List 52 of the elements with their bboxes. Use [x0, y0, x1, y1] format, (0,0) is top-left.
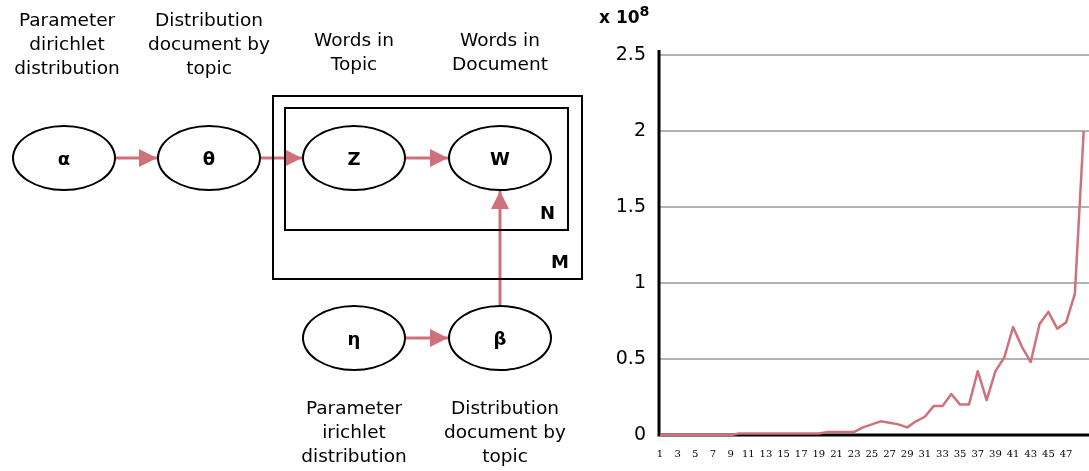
x-tick-label: 25 [865, 448, 879, 459]
x-tick-label: 9 [727, 448, 734, 459]
ellipse-node: η [302, 305, 406, 371]
x-tick-label: 27 [883, 448, 896, 459]
x-tick-label: 29 [900, 448, 914, 459]
x-tick-label: 7 [709, 448, 717, 459]
ellipse-node: θ [157, 125, 261, 191]
x-tick-label: 47 [1059, 448, 1073, 459]
plate-label: N [539, 202, 555, 223]
x-tick-label: 39 [989, 448, 1002, 459]
y-tick-label: 0.5 [615, 346, 646, 368]
x-tick-label: 37 [971, 448, 985, 459]
node-caption: Distribution document by topic [443, 396, 567, 468]
y-tick-label: 2.5 [615, 42, 646, 64]
plate-box [272, 95, 583, 280]
node-caption: Distribution document by topic [147, 8, 271, 80]
x-tick-label: 11 [741, 448, 755, 459]
arrow [406, 149, 448, 167]
x-tick-label: 41 [1006, 448, 1020, 459]
x-tick-label: 5 [692, 448, 699, 459]
arrow [116, 149, 157, 167]
arrow [491, 191, 509, 305]
ellipse-node: Z [302, 125, 406, 191]
x-tick-label: 1 [656, 448, 664, 459]
y-tick-label: 0 [633, 422, 646, 444]
x-tick-label: 17 [794, 448, 808, 459]
plate-box [284, 107, 569, 231]
x-tick-label: 19 [812, 448, 826, 459]
plate-label: M [551, 251, 569, 272]
axis-unit-label: x 10$^{8}$ [599, 3, 650, 27]
x-tick-label: 15 [777, 448, 790, 459]
y-tick-label: 1 [633, 270, 646, 292]
x-tick-label: 33 [936, 448, 949, 459]
x-tick-label: 21 [830, 448, 843, 459]
x-tick-label: 23 [847, 448, 861, 459]
y-tick-label: 2 [633, 118, 646, 140]
ellipse-node: β [448, 305, 552, 371]
ellipse-node: W [448, 125, 552, 191]
x-tick-label: 35 [953, 448, 967, 459]
arrow [406, 329, 448, 347]
ellipse-node: α [12, 125, 116, 191]
x-tick-label: 45 [1042, 448, 1055, 459]
node-caption: Parameter dirichlet distribution [13, 8, 121, 80]
node-caption: Words in Document [451, 28, 549, 76]
y-tick-label: 1.5 [615, 194, 646, 216]
arrow [261, 149, 302, 167]
node-caption: Parameter irichlet distribution [300, 396, 408, 468]
x-tick-label: 3 [674, 448, 681, 459]
node-caption: Words in Topic [313, 28, 395, 76]
x-tick-label: 31 [918, 448, 932, 459]
x-tick-label: 13 [759, 448, 773, 459]
x-tick-label: 43 [1024, 448, 1038, 459]
